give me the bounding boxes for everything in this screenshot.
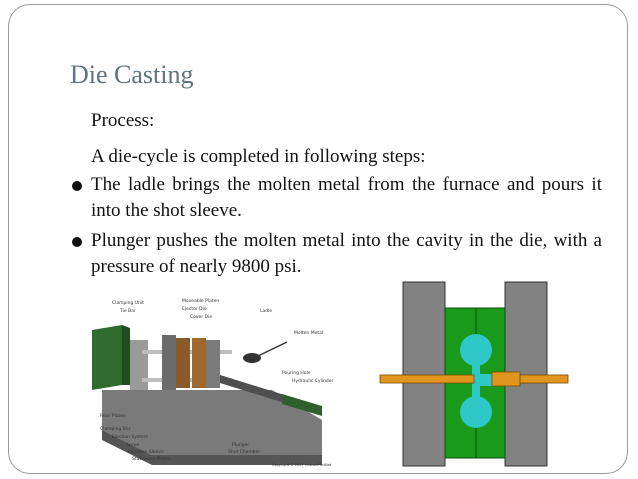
label-injection-sleeve: Injection Sleeve <box>128 449 164 455</box>
clamping-unit-side <box>122 325 130 385</box>
intro-text: A die-cycle is completed in following st… <box>91 146 426 167</box>
ejector-die <box>176 338 190 388</box>
left-platen <box>402 281 446 467</box>
copyright-text: Copyright © 2007 CustomPartNet <box>272 463 332 467</box>
label-clamping-bar: Clamping Bar <box>100 426 131 432</box>
label-pouring-hole: Pouring Hole <box>282 370 311 376</box>
label-cover-die: Cover Die <box>190 314 212 320</box>
runner <box>472 364 480 398</box>
machine-base-side <box>102 430 322 465</box>
ladle-icon <box>243 353 261 363</box>
die-cross-section-diagram <box>379 281 569 467</box>
label-ejector-die: Ejector Die <box>182 306 207 312</box>
label-shot-chamber: Shot Chamber <box>228 449 260 455</box>
cover-die <box>192 338 206 388</box>
label-moveable-platen: Moveable Platen <box>182 298 219 304</box>
cavity-bottom <box>460 396 492 428</box>
bullet-icon <box>72 181 82 191</box>
stationary-platen <box>206 340 220 388</box>
rear-platen <box>130 340 148 390</box>
cavity-top <box>460 334 492 366</box>
plunger-head <box>491 371 521 387</box>
label-stationary-platen: Stationary Platen <box>132 456 171 462</box>
die-casting-machine-illustration: Clamping Unit Tie Bar Moveable Platen Ej… <box>92 298 334 467</box>
process-label: Process: <box>91 110 155 131</box>
ladle-handle <box>257 341 288 357</box>
bullet-item: Plunger pushes the molten metal into the… <box>72 228 602 280</box>
label-hydraulic-cylinder: Hydraulic Cylinder <box>292 378 334 384</box>
clamping-unit <box>92 325 122 390</box>
label-ladle: Ladle <box>260 308 272 314</box>
bullet-text: The ladle brings the molten metal from t… <box>91 174 602 221</box>
ejector-rod <box>379 374 475 384</box>
label-sprue: Sprue <box>126 442 139 448</box>
label-tie-bar: Tie Bar <box>119 308 136 314</box>
label-ejection-system: Ejection System <box>112 434 148 440</box>
label-molten-metal: Molten Metal <box>294 330 323 336</box>
moveable-platen <box>162 335 176 390</box>
gate <box>478 374 492 386</box>
label-clamping-unit: Clamping Unit <box>112 300 144 306</box>
machine-base <box>102 390 322 455</box>
label-rear-platen: Rear Platen <box>100 413 126 419</box>
bullet-text: Plunger pushes the molten metal into the… <box>91 230 602 277</box>
slide-title: Die Casting <box>70 60 194 89</box>
label-plunger: Plunger <box>232 442 249 448</box>
bullet-icon <box>72 237 82 247</box>
plunger-rod <box>519 374 569 384</box>
bullet-item: The ladle brings the molten metal from t… <box>72 172 602 224</box>
hydraulic-cylinder <box>282 394 322 416</box>
